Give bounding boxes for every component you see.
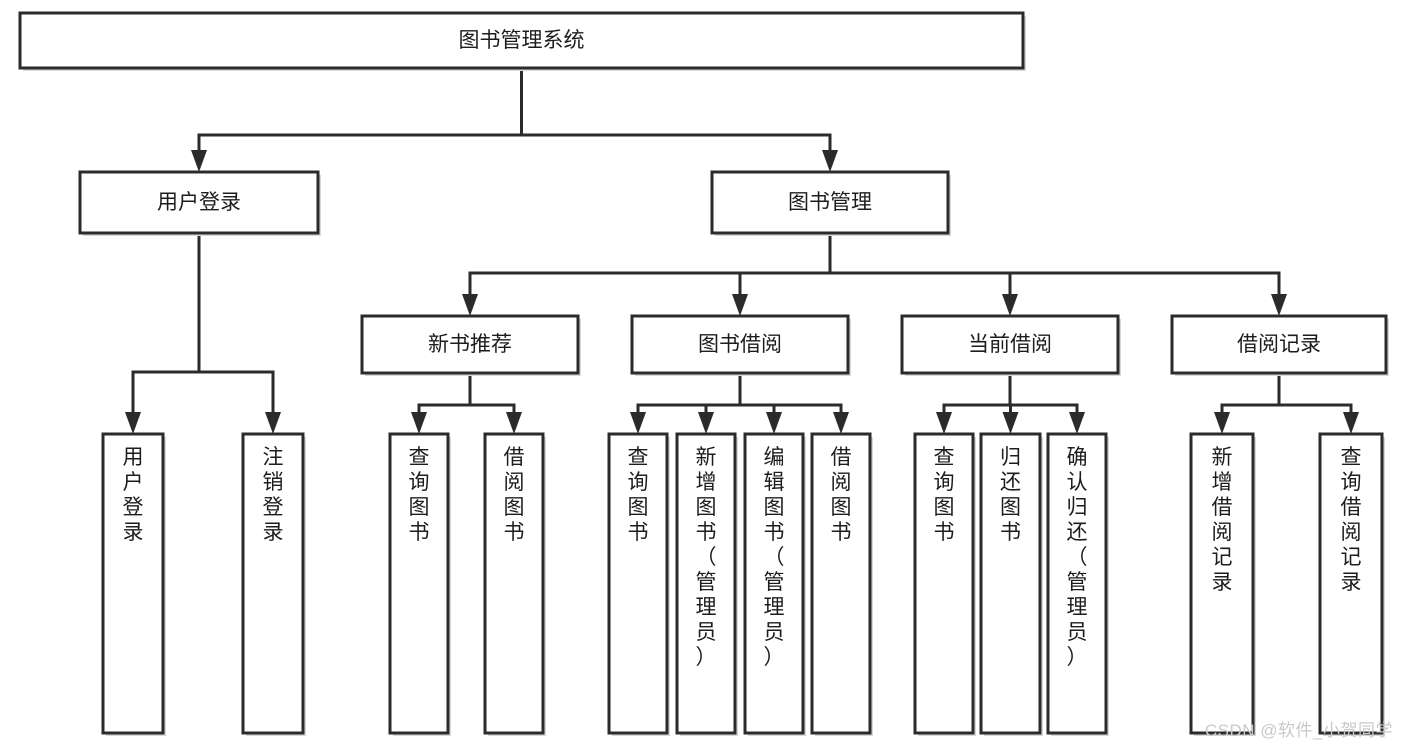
node-leaf-logout-login[interactable]: 注销登录 (241, 432, 306, 736)
node-box[interactable] (710, 170, 950, 235)
edge-arrow-icon (1002, 412, 1019, 434)
node-l3-current-borrow[interactable]: 当前借阅 (900, 314, 1121, 376)
node-l2-user-login[interactable]: 用户登录 (78, 170, 321, 236)
node-leaf-user-login[interactable]: 用户登录 (101, 432, 166, 736)
node-leaf-borrow-book-b[interactable]: 借阅图书 (810, 432, 873, 736)
node-label: 确认归还（管理员） (1067, 446, 1088, 669)
node-box[interactable] (1189, 432, 1255, 735)
node-label: 新增借阅记录 (1212, 446, 1233, 594)
edge-arrow-icon (1271, 294, 1287, 316)
edge-arrow-icon (936, 412, 952, 434)
node-box[interactable] (900, 314, 1120, 375)
node-label: 用户登录 (157, 191, 241, 214)
node-box[interactable] (913, 432, 975, 735)
node-box[interactable] (18, 11, 1025, 70)
node-leaf-return-book[interactable]: 归还图书 (979, 432, 1043, 736)
watermark-label: CSDN @软件_小贺同学 (1204, 721, 1393, 740)
edge-arrow-icon (462, 294, 478, 316)
edge-arrow-icon (1002, 294, 1018, 316)
node-label: 编辑图书（管理员） (764, 446, 785, 669)
edge-arrow-icon (411, 412, 427, 434)
node-label: 用户登录 (123, 446, 144, 544)
edge-arrow-icon (1214, 412, 1230, 434)
node-box[interactable] (630, 314, 850, 375)
edge-arrow-icon (1069, 412, 1085, 434)
node-l2-book-mgmt[interactable]: 图书管理 (710, 170, 951, 236)
node-box[interactable] (1046, 432, 1108, 735)
node-label: 查询图书 (934, 446, 955, 544)
node-leaf-borrow-book-a[interactable]: 借阅图书 (483, 432, 546, 736)
node-label: 新增图书（管理员） (696, 446, 717, 669)
edge-layer (125, 66, 1359, 434)
node-box[interactable] (101, 432, 165, 735)
edge-arrow-icon (833, 412, 849, 434)
edge-arrow-icon (822, 150, 838, 172)
node-leaf-add-book-admin[interactable]: 新增图书（管理员） (675, 432, 738, 736)
node-box[interactable] (241, 432, 305, 735)
node-label: 当前借阅 (968, 333, 1052, 356)
edge-arrow-icon (732, 294, 748, 316)
node-label: 注销登录 (263, 446, 284, 544)
node-label: 归还图书 (1000, 446, 1021, 544)
node-box[interactable] (979, 432, 1042, 735)
node-label: 查询借阅记录 (1341, 446, 1362, 594)
edge-arrow-icon (125, 412, 141, 434)
node-leaf-confirm-return-admin[interactable]: 确认归还（管理员） (1046, 432, 1109, 736)
edge-arrow-icon (1343, 412, 1359, 434)
node-leaf-query-book-a[interactable]: 查询图书 (388, 432, 451, 736)
node-label: 借阅图书 (831, 446, 852, 544)
node-box[interactable] (483, 432, 545, 735)
node-leaf-query-book-c[interactable]: 查询图书 (913, 432, 976, 736)
node-leaf-query-book-b[interactable]: 查询图书 (607, 432, 670, 736)
node-leaf-edit-book-admin[interactable]: 编辑图书（管理员） (743, 432, 806, 736)
node-box[interactable] (675, 432, 737, 735)
node-label: 借阅记录 (1237, 333, 1321, 356)
node-label: 图书借阅 (698, 333, 782, 356)
node-leaf-add-borrow-record[interactable]: 新增借阅记录 (1189, 432, 1256, 736)
node-box[interactable] (743, 432, 805, 735)
node-label: 新书推荐 (428, 333, 512, 356)
node-box[interactable] (810, 432, 872, 735)
edge-arrow-icon (698, 412, 714, 434)
node-label: 查询图书 (409, 446, 430, 544)
node-box[interactable] (388, 432, 450, 735)
node-box[interactable] (1170, 314, 1388, 375)
node-box[interactable] (607, 432, 669, 735)
node-label: 查询图书 (628, 446, 649, 544)
edge-arrow-icon (766, 412, 782, 434)
node-l3-borrow-record[interactable]: 借阅记录 (1170, 314, 1389, 376)
node-layer: 图书管理系统用户登录图书管理新书推荐图书借阅当前借阅借阅记录用户登录注销登录查询… (18, 11, 1389, 736)
node-label: 图书管理系统 (459, 29, 585, 52)
edge-arrow-icon (191, 150, 207, 172)
edge-arrow-icon (506, 412, 522, 434)
node-leaf-query-borrow-record[interactable]: 查询借阅记录 (1318, 432, 1385, 736)
node-l3-new-book-rec[interactable]: 新书推荐 (360, 314, 581, 376)
node-l3-book-borrow[interactable]: 图书借阅 (630, 314, 851, 376)
node-box[interactable] (1318, 432, 1384, 735)
edge-arrow-icon (630, 412, 646, 434)
node-box[interactable] (78, 170, 320, 235)
node-label: 借阅图书 (504, 446, 525, 544)
node-box[interactable] (360, 314, 580, 375)
node-label: 图书管理 (788, 191, 872, 214)
node-root[interactable]: 图书管理系统 (18, 11, 1026, 71)
edge-arrow-icon (265, 412, 281, 434)
